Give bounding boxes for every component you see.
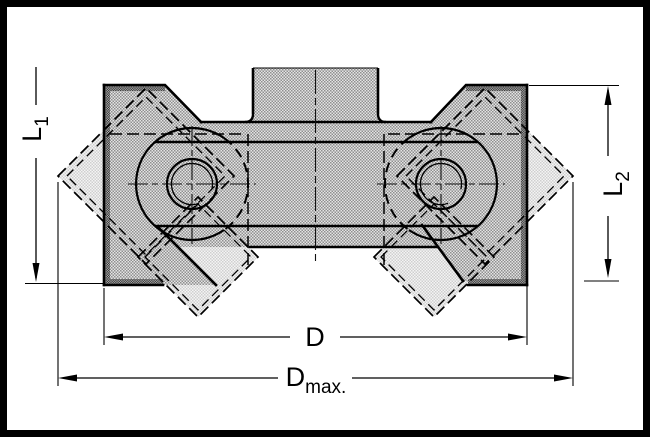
hatch-bands bbox=[104, 85, 527, 285]
label-d: D bbox=[305, 322, 325, 352]
dimension-l2 bbox=[529, 84, 619, 282]
left-clamp-lower-fill bbox=[104, 247, 216, 285]
centerlines bbox=[128, 70, 505, 262]
dmax-arrow-right bbox=[554, 374, 573, 382]
shank-fillet-right bbox=[376, 113, 387, 124]
outline-top-right bbox=[429, 83, 529, 124]
slot-lines bbox=[155, 140, 478, 228]
dimension-dmax bbox=[57, 182, 574, 386]
band-right-edge bbox=[521, 85, 527, 285]
insert-bottom-left-outer bbox=[136, 195, 260, 319]
pocket-diagonal-left bbox=[156, 225, 218, 287]
band-left-edge bbox=[104, 85, 110, 285]
l2-arrow-down bbox=[604, 259, 612, 278]
dimension-d bbox=[103, 250, 528, 345]
insert-left-inner bbox=[66, 96, 226, 256]
label-l2: L2 bbox=[598, 171, 634, 197]
insert-outlines bbox=[56, 86, 575, 319]
dimension-l1 bbox=[25, 67, 104, 285]
label-dmax: Dmax. bbox=[285, 362, 347, 398]
l2-arrow-up bbox=[604, 86, 612, 105]
dmax-arrow-left bbox=[58, 374, 77, 382]
shank bbox=[244, 67, 387, 124]
insert-bottom-right-outer bbox=[372, 195, 496, 319]
band-bottom-left bbox=[104, 279, 163, 285]
d-arrow-left bbox=[104, 333, 123, 341]
band-bottom-right bbox=[468, 279, 527, 285]
insert-right-outer bbox=[395, 86, 575, 266]
band-top-left bbox=[104, 85, 165, 91]
insert-right-inner bbox=[405, 96, 565, 256]
band-top-right bbox=[466, 85, 527, 91]
outline-top-left bbox=[102, 83, 203, 124]
hidden-edges bbox=[110, 133, 520, 268]
pocket-diagonal-right bbox=[420, 223, 465, 283]
insert-bottom-right-inner bbox=[380, 203, 488, 311]
insert-left-outer bbox=[56, 86, 236, 266]
l1-arrow-down bbox=[32, 263, 40, 282]
left-thread-arc bbox=[170, 162, 214, 206]
d-arrow-right bbox=[508, 333, 527, 341]
label-l1: L1 bbox=[17, 116, 53, 142]
shank-fillet-left bbox=[244, 113, 255, 124]
insert-bottom-left-inner bbox=[144, 203, 252, 311]
